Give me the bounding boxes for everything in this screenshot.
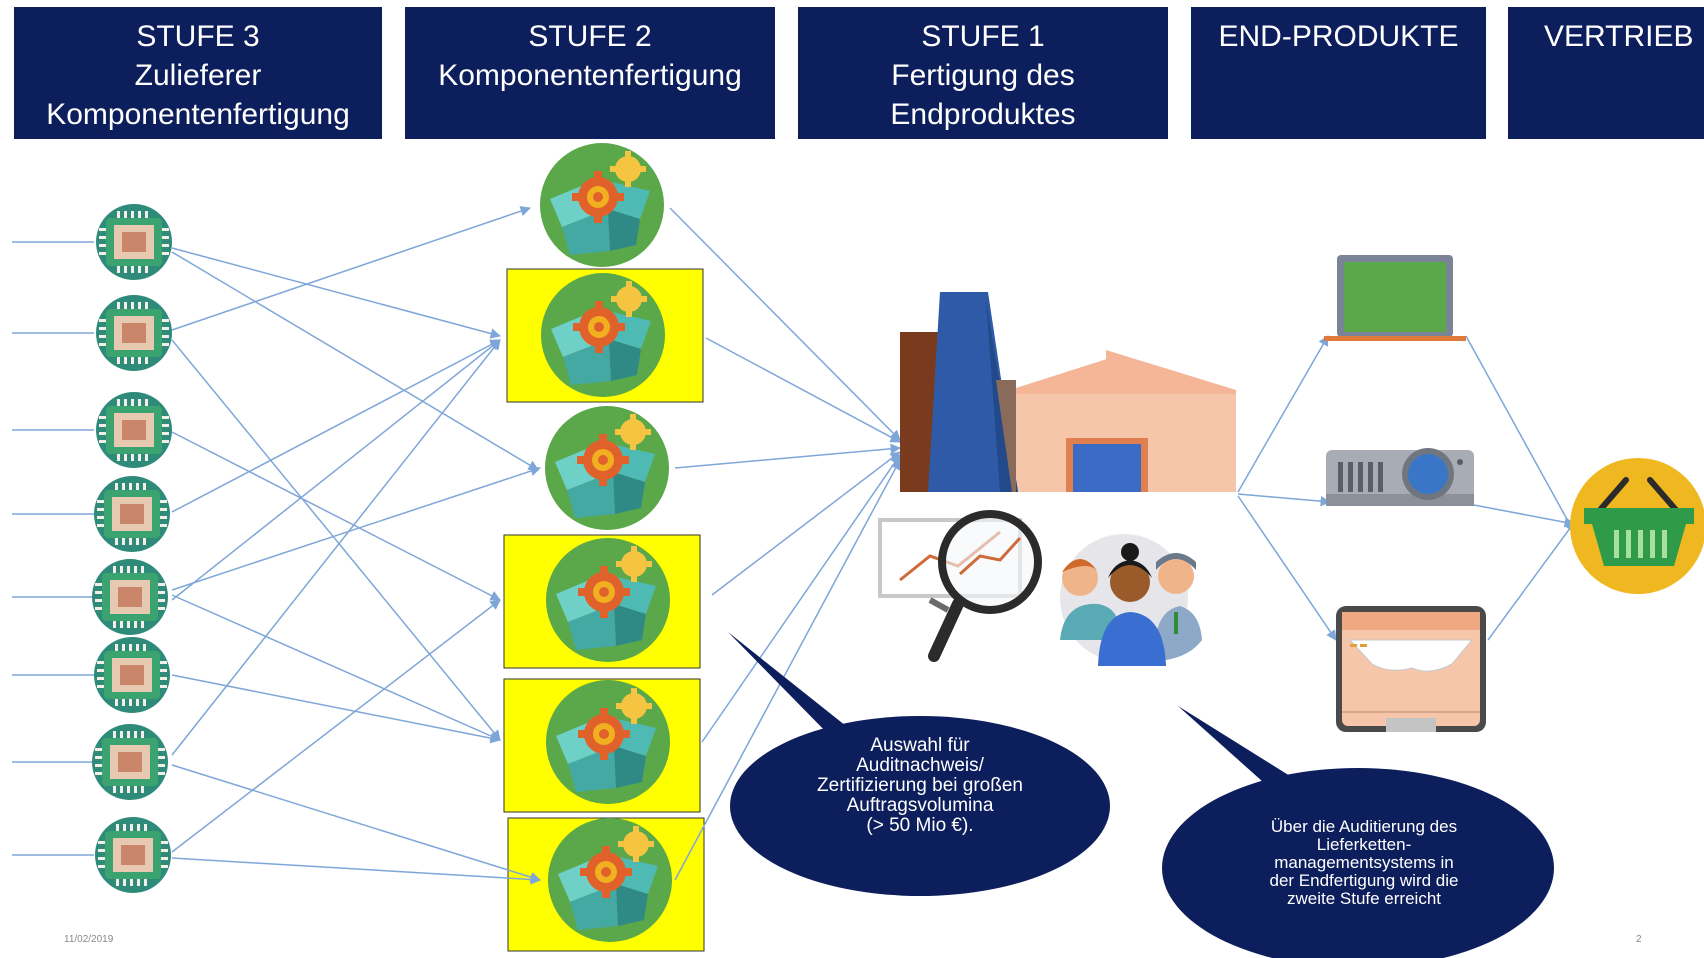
header-stufe-3: STUFE 3 Zulieferer Komponentenfertigung bbox=[14, 7, 382, 139]
bubble-line: Zertifizierung bei großen bbox=[817, 775, 1023, 796]
header-line: STUFE 2 bbox=[528, 20, 652, 53]
factory-icon bbox=[900, 292, 1236, 492]
component-box-icon bbox=[546, 680, 670, 804]
header-line: VERTRIEB bbox=[1544, 20, 1694, 53]
component-box-icon bbox=[546, 538, 670, 662]
input-lines bbox=[12, 241, 94, 856]
people-icon bbox=[1060, 534, 1202, 666]
header-line: STUFE 1 bbox=[921, 20, 1045, 53]
bubble-line: Lieferketten- bbox=[1316, 835, 1412, 854]
chip-icon bbox=[96, 392, 172, 468]
bubble-line: Auditnachweis/ bbox=[856, 755, 984, 776]
header-line: Endproduktes bbox=[890, 98, 1076, 131]
header-line: STUFE 3 bbox=[136, 20, 260, 53]
projector-icon bbox=[1326, 448, 1474, 506]
stufe3-connections bbox=[171, 206, 542, 885]
chip-icon bbox=[94, 637, 170, 713]
speech-bubble-audit-selection bbox=[728, 632, 1110, 896]
header-line: Fertigung des bbox=[891, 59, 1075, 92]
component-box-icon bbox=[540, 143, 664, 267]
bubble-text-audit-lieferkette: Über die Auditierung des Lieferketten- m… bbox=[1214, 818, 1514, 908]
bubble-line: Auftragsvolumina bbox=[846, 795, 994, 816]
component-box-icon bbox=[541, 273, 665, 397]
chip-icon bbox=[96, 204, 172, 280]
component-box-icon bbox=[545, 406, 669, 530]
header-line: END-PRODUKTE bbox=[1218, 20, 1459, 53]
printer-icon bbox=[1336, 606, 1486, 732]
bubble-line: zweite Stufe erreicht bbox=[1286, 889, 1441, 908]
bubble-text-audit-selection: Auswahl für Auditnachweis/ Zertifizierun… bbox=[770, 736, 1070, 836]
bubble-line: der Endfertigung wird die bbox=[1269, 871, 1459, 890]
chip-icon bbox=[92, 559, 168, 635]
header-stufe-2: STUFE 2 Komponentenfertigung bbox=[405, 7, 775, 139]
bubble-line: (> 50 Mio €). bbox=[866, 815, 974, 836]
header-stufe-1: STUFE 1 Fertigung des Endproduktes bbox=[798, 7, 1168, 139]
speech-bubble-audit-lieferkette bbox=[1162, 706, 1554, 958]
stufe2-connections bbox=[669, 207, 902, 881]
header-end-produkte: END-PRODUKTE bbox=[1191, 7, 1486, 139]
bubble-line: Auswahl für bbox=[870, 735, 970, 756]
header-line: Zulieferer bbox=[134, 59, 262, 92]
footer-page-number: 2 bbox=[1636, 934, 1642, 945]
chip-icon bbox=[94, 476, 170, 552]
chip-icon bbox=[95, 817, 171, 893]
laptop-icon bbox=[1324, 255, 1466, 341]
shopping-basket-icon bbox=[1570, 458, 1704, 594]
header-vertrieb: VERTRIEB bbox=[1508, 7, 1704, 139]
component-box-icon bbox=[548, 818, 672, 942]
bubble-line: Über die Auditierung des bbox=[1270, 817, 1458, 836]
header-line: Komponentenfertigung bbox=[438, 59, 742, 92]
header-line: Komponentenfertigung bbox=[46, 98, 350, 131]
chip-icon bbox=[96, 295, 172, 371]
magnifier-chart-icon bbox=[878, 510, 1042, 662]
bubble-line: managementsystems in bbox=[1274, 853, 1454, 872]
product-connections bbox=[1237, 335, 1577, 641]
footer-date: 11/02/2019 bbox=[64, 934, 114, 945]
chip-icon bbox=[92, 724, 168, 800]
